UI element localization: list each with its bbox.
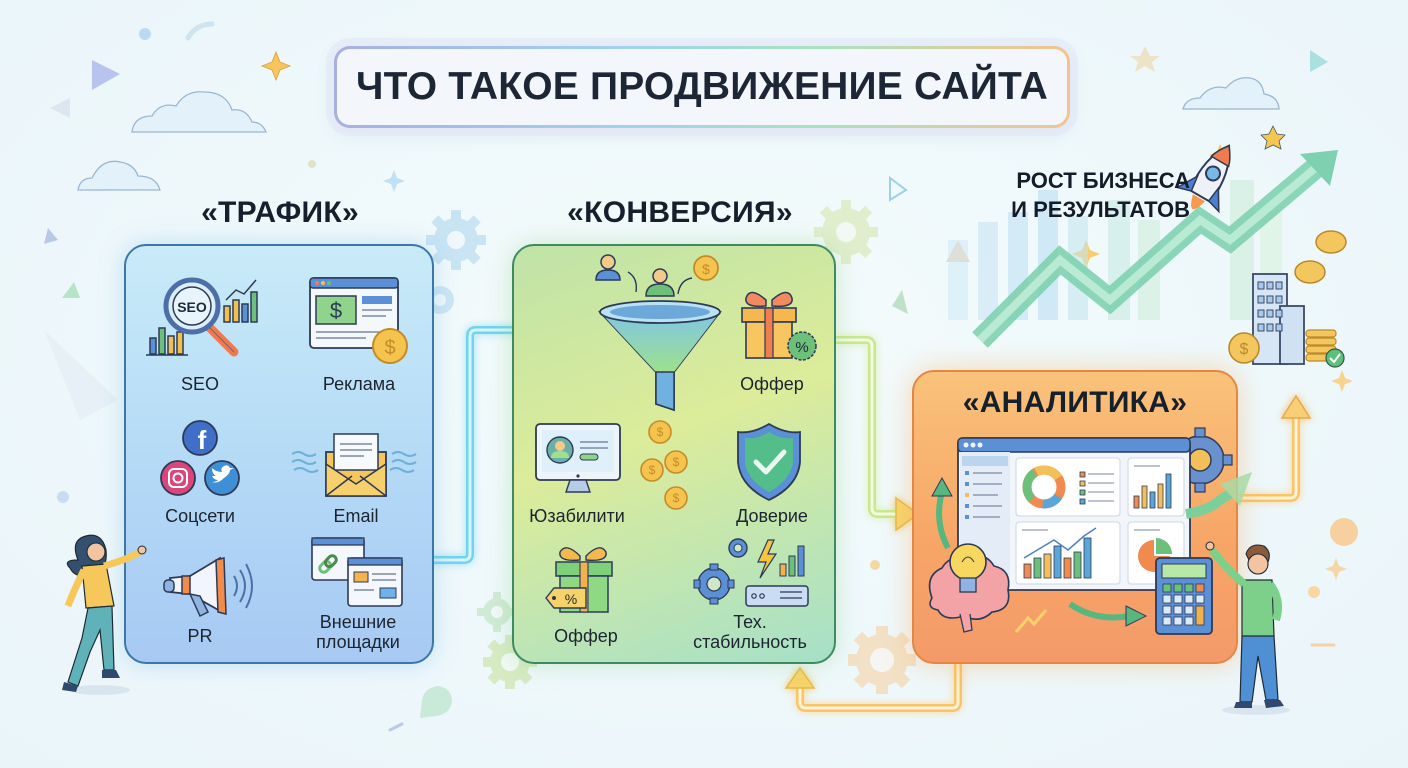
arrow-icon bbox=[1185, 472, 1252, 519]
gear-icon bbox=[477, 592, 517, 632]
coins-icon: $ $ $ $ bbox=[640, 420, 688, 510]
dot-shape bbox=[57, 491, 69, 503]
traffic-item-social: Соцсети bbox=[165, 506, 235, 526]
server-gears-icon bbox=[693, 538, 809, 607]
sparkle-icon bbox=[1325, 558, 1347, 580]
gear-icon bbox=[848, 626, 916, 694]
external-sites-link-icon bbox=[311, 537, 403, 607]
svg-text:%: % bbox=[795, 339, 808, 356]
traffic-item-seo: SEO bbox=[180, 374, 219, 394]
arc-shape bbox=[185, 21, 215, 41]
traffic-section-title: «ТРАФИК» bbox=[201, 196, 359, 229]
calculator-icon bbox=[1155, 557, 1213, 635]
cloud-icon bbox=[77, 160, 161, 191]
svg-text:$: $ bbox=[384, 337, 395, 359]
email-envelope-icon bbox=[291, 433, 417, 497]
growth-title-line1: РОСТ БИЗНЕСА bbox=[1016, 168, 1190, 193]
megaphone-icon bbox=[163, 556, 253, 618]
star-icon bbox=[1130, 46, 1160, 72]
sparkle-icon bbox=[383, 170, 405, 192]
svg-text:%: % bbox=[565, 591, 577, 607]
woman-presenter-illustration bbox=[62, 534, 147, 695]
svg-text:f: f bbox=[198, 425, 207, 455]
shield-check-icon bbox=[737, 422, 801, 501]
analytics-section-title: «АНАЛИТИКА» bbox=[962, 386, 1188, 419]
coins-icon bbox=[1294, 230, 1347, 284]
dot-shape bbox=[139, 28, 151, 40]
conversion-item-trust: Доверие bbox=[736, 506, 808, 526]
ad-browser-icon: $ $ bbox=[309, 277, 408, 364]
triangle-shape bbox=[892, 290, 908, 314]
conversion-item-offer-1: Оффер bbox=[740, 374, 804, 394]
gear-icon bbox=[426, 210, 486, 270]
traffic-item-external-line1: Внешние bbox=[319, 612, 397, 632]
sparkle-icon bbox=[1331, 370, 1353, 392]
svg-text:$: $ bbox=[657, 425, 664, 439]
traffic-item-external-line2: площадки bbox=[316, 632, 400, 652]
triangle-shape bbox=[92, 60, 120, 90]
dot-shape bbox=[870, 560, 880, 570]
flow-arrow-analytics-to-growth bbox=[1238, 394, 1312, 502]
social-media-icon: f bbox=[160, 420, 240, 496]
growth-chart-illustration: $ bbox=[948, 144, 1347, 368]
monitor-profile-icon bbox=[535, 423, 621, 493]
dashboard-icon bbox=[928, 427, 1233, 635]
triangle-shape bbox=[44, 228, 58, 244]
growth-section-title: РОСТ БИЗНЕСА И РЕЗУЛЬТАТОВ bbox=[994, 166, 1190, 224]
seo-magnifier-icon: SEO bbox=[146, 277, 258, 357]
page-title-banner: ЧТО ТАКОЕ ПРОДВИЖЕНИЕ САЙТА bbox=[334, 46, 1070, 128]
sales-funnel-icon: $ bbox=[595, 254, 722, 412]
triangle-shape bbox=[62, 282, 80, 298]
sparkle-icon bbox=[260, 50, 292, 82]
conversion-item-tech-line2: стабильность bbox=[693, 632, 807, 652]
svg-text:$: $ bbox=[330, 298, 342, 323]
dot-shape bbox=[1308, 586, 1320, 598]
chat-bubble-shape bbox=[420, 686, 452, 718]
triangle-shape bbox=[1310, 50, 1328, 72]
dot-shape bbox=[1330, 518, 1358, 546]
triangle-shape bbox=[889, 176, 908, 202]
svg-text:$: $ bbox=[702, 261, 710, 277]
traffic-item-pr: PR bbox=[187, 626, 213, 646]
rocket-icon bbox=[1175, 144, 1231, 214]
dot-shape bbox=[308, 160, 316, 168]
gift-tag-icon: % bbox=[545, 547, 613, 613]
conversion-item-tech-line1: Тех. bbox=[733, 612, 767, 632]
flow-arrow-analytics-to-conversion bbox=[784, 664, 962, 712]
page-title: ЧТО ТАКОЕ ПРОДВИЖЕНИЕ САЙТА bbox=[356, 65, 1048, 108]
man-presenter-illustration bbox=[1205, 541, 1290, 715]
brain-lightbulb-icon bbox=[928, 543, 1010, 633]
building-icon: $ bbox=[1228, 273, 1345, 368]
flow-arrow-conversion-to-analytics bbox=[836, 336, 920, 532]
triangle-shape bbox=[50, 98, 70, 118]
star-icon bbox=[1260, 125, 1286, 150]
traffic-item-ads: Реклама bbox=[322, 374, 396, 394]
gift-percent-icon: % bbox=[741, 291, 817, 361]
svg-text:$: $ bbox=[649, 463, 656, 477]
svg-text:SEO: SEO bbox=[177, 299, 207, 315]
svg-text:$: $ bbox=[673, 455, 680, 469]
svg-text:$: $ bbox=[673, 491, 680, 505]
cloud-icon bbox=[131, 91, 267, 133]
conversion-item-offer-2: Оффер bbox=[554, 626, 618, 646]
paper-plane-shape bbox=[44, 330, 118, 420]
conversion-section-title: «КОНВЕРСИЯ» bbox=[567, 196, 793, 229]
growth-title-line2: И РЕЗУЛЬТАТОВ bbox=[1011, 197, 1190, 222]
conversion-item-usability: Юзабилити bbox=[529, 506, 625, 526]
traffic-item-email: Email bbox=[333, 506, 379, 526]
cloud-icon bbox=[1182, 77, 1280, 110]
svg-text:$: $ bbox=[1240, 341, 1249, 358]
